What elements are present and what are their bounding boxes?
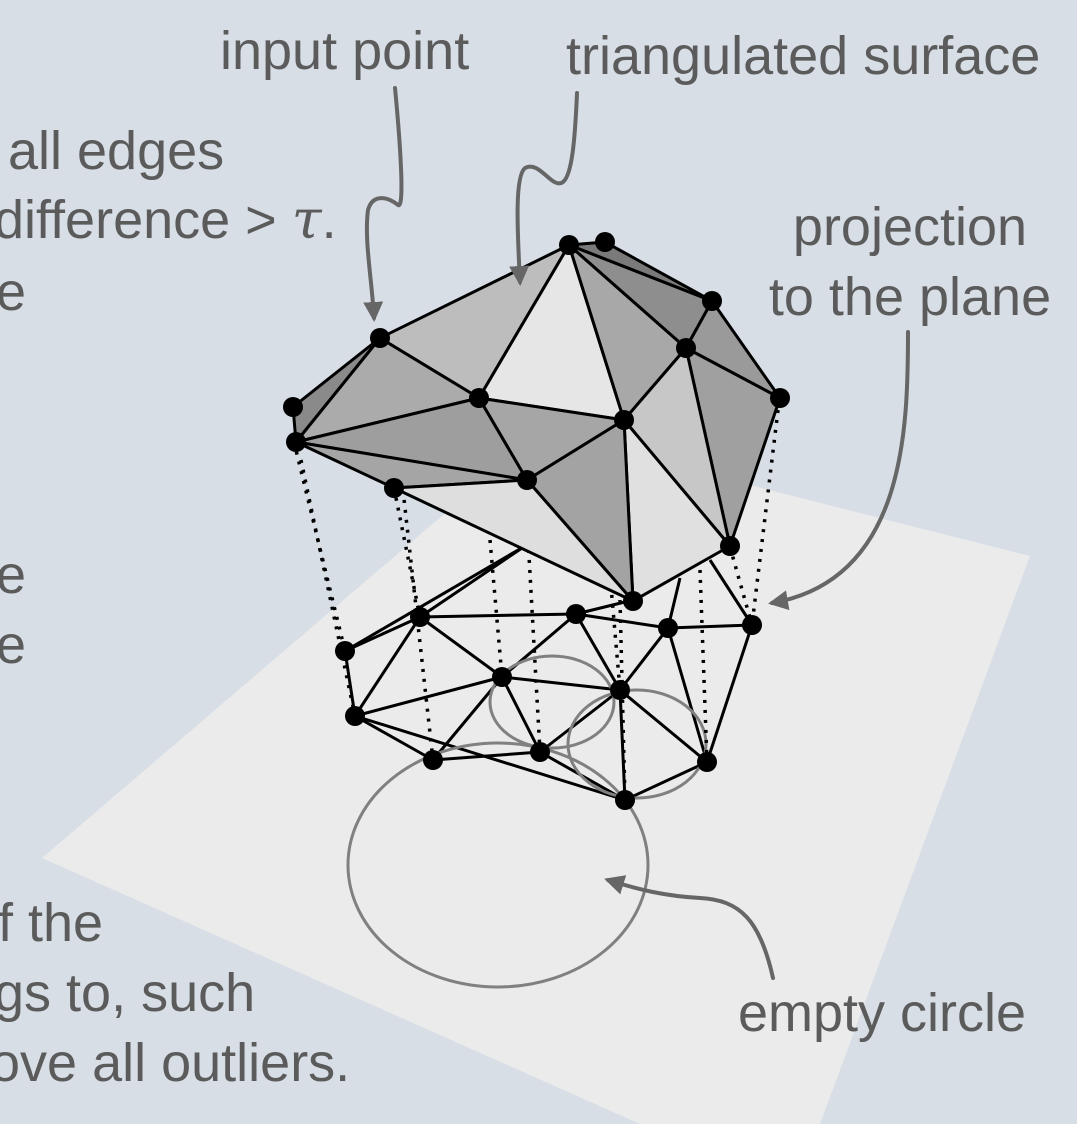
text-line-6: f the	[0, 893, 104, 953]
label-projection-line1: projection	[792, 197, 1028, 257]
projected-point	[697, 752, 717, 772]
input-point	[559, 235, 579, 255]
input-point	[384, 478, 404, 498]
projected-point	[615, 790, 635, 810]
projected-point	[423, 750, 443, 770]
projected-point	[566, 604, 586, 624]
label-projection-line2: to the plane	[768, 267, 1052, 328]
projected-point	[345, 706, 365, 726]
input-point	[770, 388, 790, 408]
text-line-2: difference > τ.	[0, 190, 337, 250]
empty-circles	[346, 654, 708, 989]
label-triangulated-surface: triangulated surface	[566, 26, 1041, 86]
tau-symbol: τ	[291, 188, 322, 251]
projected-point	[492, 667, 512, 687]
input-point	[370, 328, 390, 348]
text-line-2-pre: difference >	[0, 190, 292, 250]
input-point	[286, 432, 306, 452]
triangulated-surface-arrow	[509, 91, 579, 286]
label-empty-circle: empty circle	[738, 983, 1027, 1043]
text-line-3: e	[0, 262, 27, 322]
empty-circle-small-2	[566, 688, 708, 800]
projected-point	[335, 641, 355, 661]
empty-circle-small-1	[488, 654, 616, 750]
projected-point	[410, 607, 430, 627]
input-point	[702, 291, 722, 311]
input-point	[623, 591, 643, 611]
input-point	[283, 397, 303, 417]
text-line-2-post: .	[321, 190, 337, 250]
input-point	[469, 388, 489, 408]
label-input-point: input point	[220, 21, 470, 81]
empty-circle-large	[346, 741, 650, 989]
input-point	[676, 338, 696, 358]
annotation-arrows	[363, 86, 910, 980]
text-line-1: all edges	[8, 121, 225, 181]
text-line-4: e	[0, 545, 27, 605]
triangulated-surface	[291, 240, 782, 603]
projection-arrow	[768, 330, 910, 611]
empty-circle-arrow	[604, 875, 775, 980]
input-points	[283, 232, 790, 810]
projected-point	[742, 615, 762, 635]
input-point	[595, 232, 615, 252]
text-line-5: e	[0, 615, 27, 675]
input-point	[720, 536, 740, 556]
projected-point	[530, 742, 550, 762]
projection-lines	[292, 409, 780, 801]
input-point	[517, 470, 537, 490]
projected-point	[658, 618, 678, 638]
text-line-7: gs to, such	[0, 963, 256, 1023]
input-point-arrow	[363, 86, 404, 322]
text-line-8: ove all outliers.	[0, 1033, 351, 1093]
label-projection: projection to the plane	[760, 192, 1060, 332]
input-point	[614, 410, 634, 430]
projected-point	[610, 680, 630, 700]
